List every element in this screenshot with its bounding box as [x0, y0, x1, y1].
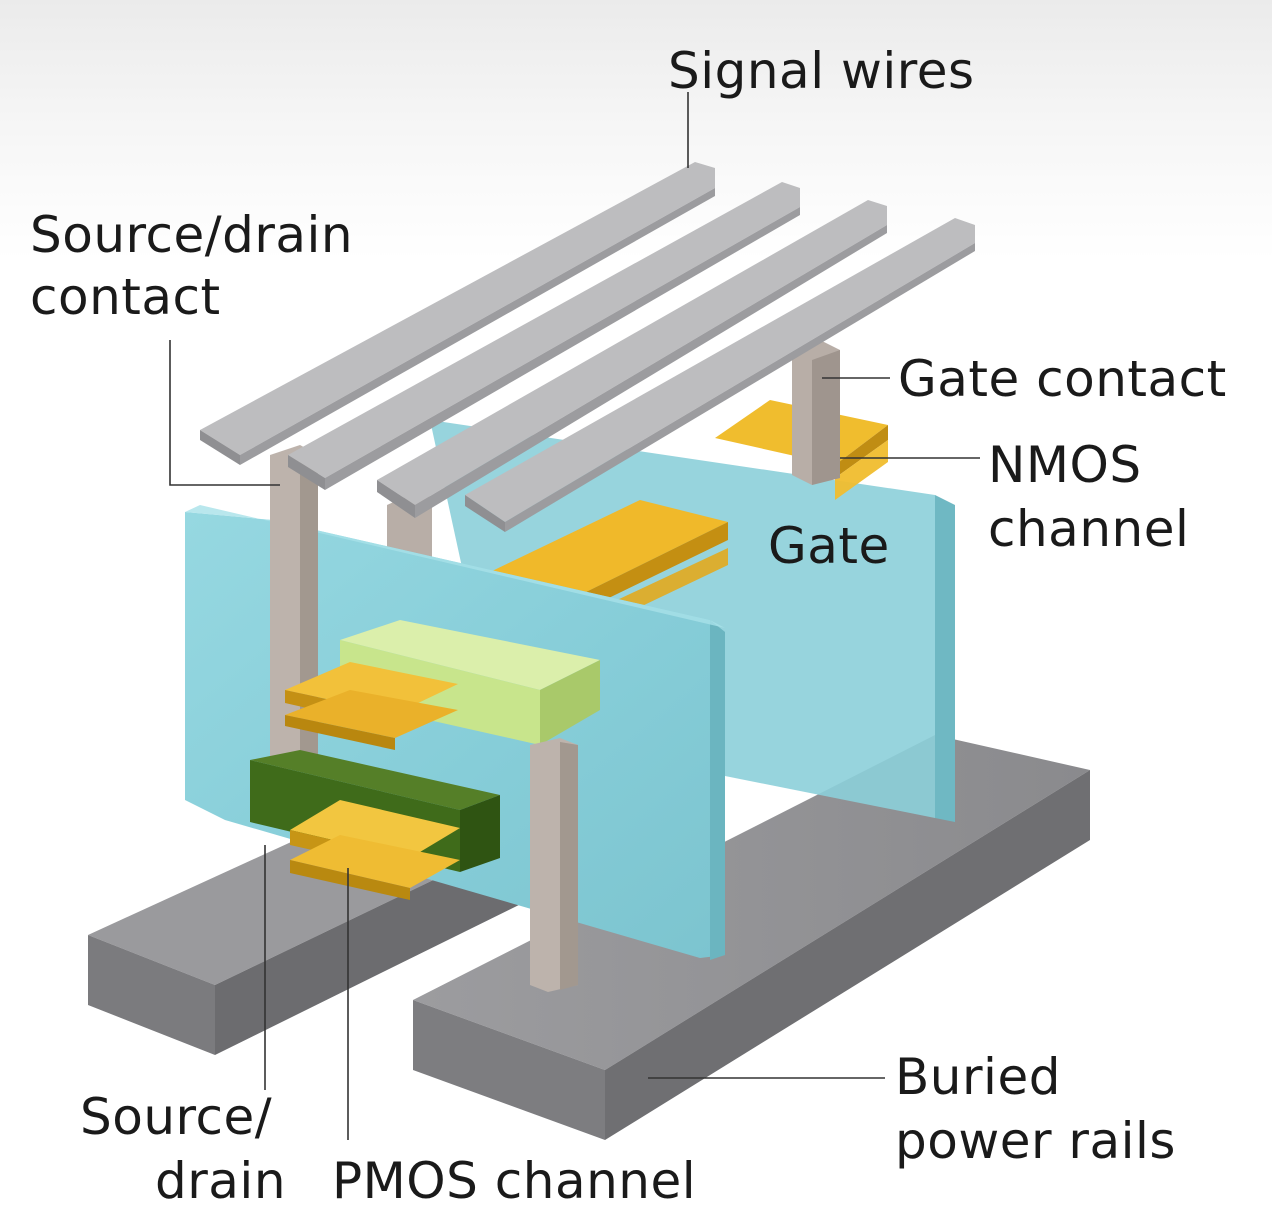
label-buried-power-rails-line1: Buried [895, 1048, 1061, 1106]
label-nmos-channel-line1: NMOS [988, 436, 1142, 494]
leader-lines [169, 92, 980, 1140]
source-drain-contact-post-right [530, 738, 578, 992]
label-signal-wires: Signal wires [668, 42, 975, 100]
label-pmos-channel: PMOS channel [332, 1152, 697, 1210]
leader-source-drain-contact [169, 340, 280, 486]
signal-wire-3 [377, 200, 887, 518]
label-gate-contact: Gate contact [898, 350, 1227, 408]
signal-wire-4 [465, 218, 975, 532]
gate-contact-post [792, 340, 840, 485]
label-buried-power-rails-line2: power rails [895, 1112, 1176, 1170]
signal-wire-1 [200, 162, 715, 465]
label-source-drain-line2: drain [155, 1152, 287, 1210]
label-nmos-channel-line2: channel [988, 500, 1190, 558]
signal-wire-2 [288, 182, 800, 490]
pmos-channel [290, 800, 460, 900]
channel-upper-fins [285, 662, 458, 750]
label-source-drain-contact-line1: Source/drain [30, 206, 354, 264]
label-gate: Gate [768, 517, 890, 575]
label-source-drain-contact-line2: contact [30, 268, 221, 326]
label-source-drain-line1: Source/ [80, 1088, 273, 1146]
buried-power-rail-right [413, 735, 1090, 1140]
